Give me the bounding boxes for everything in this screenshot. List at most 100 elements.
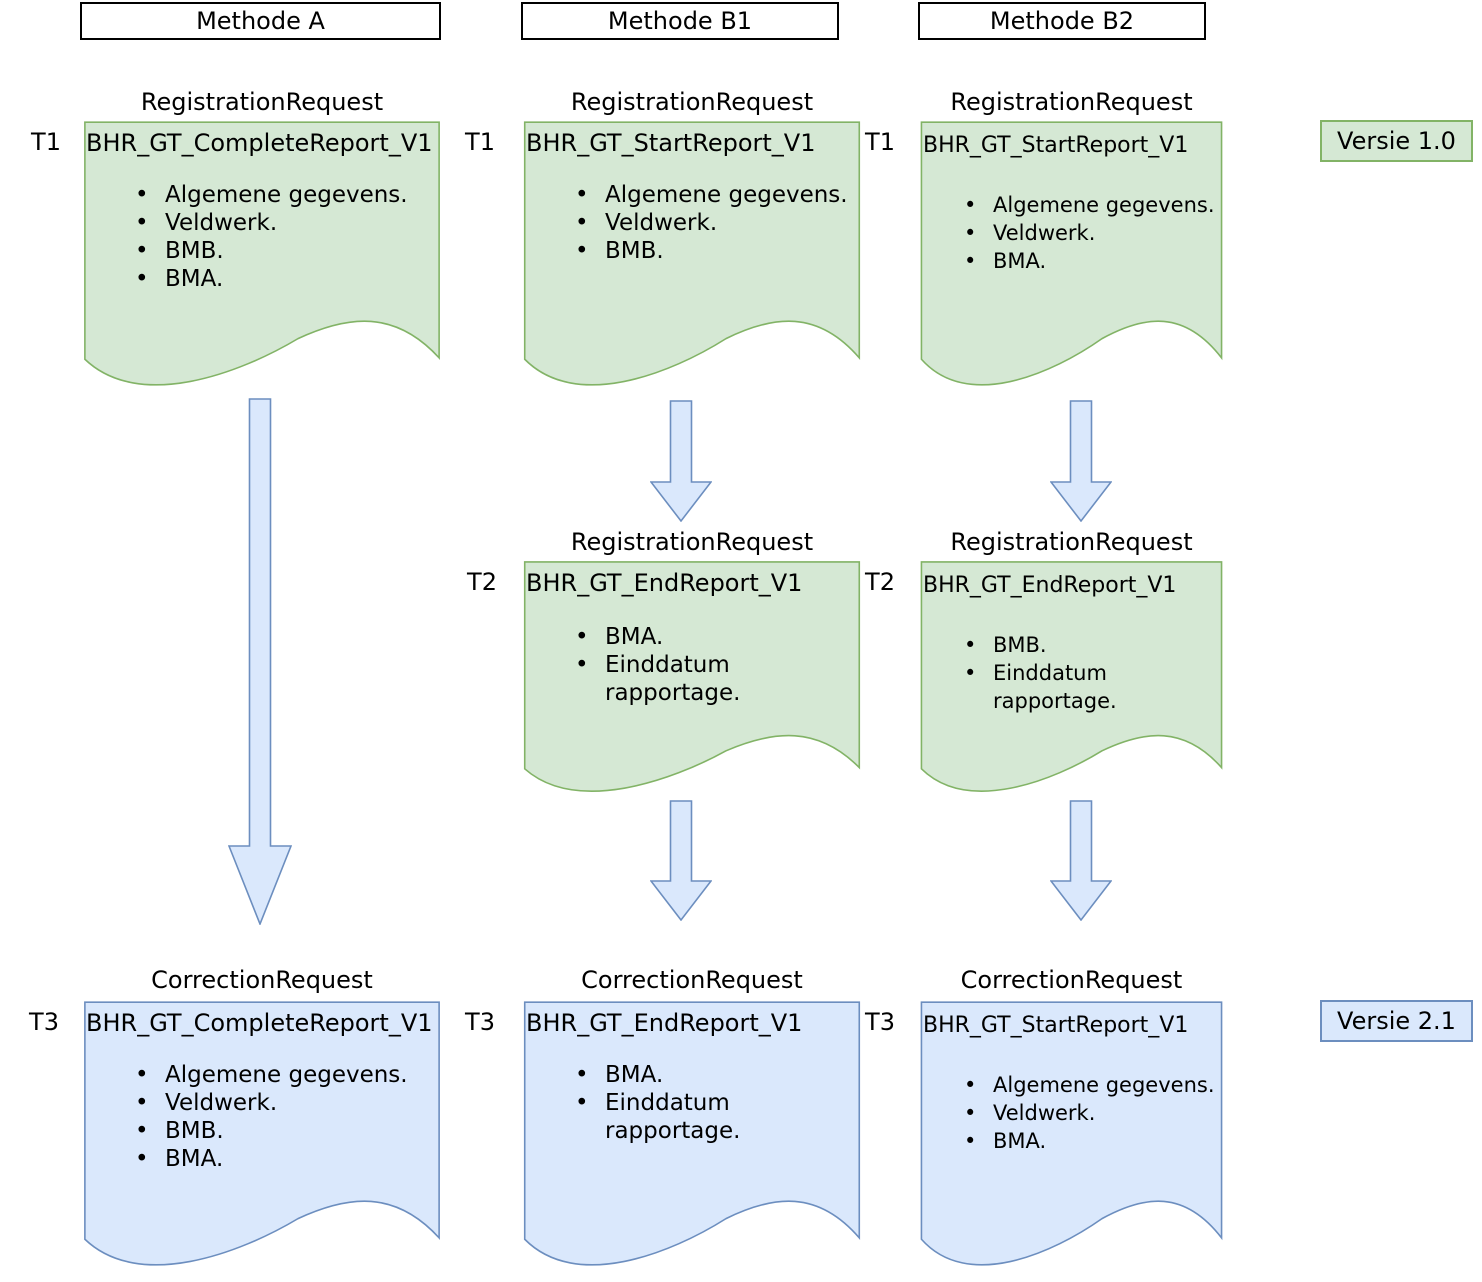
document-shape	[82, 1000, 442, 1275]
bullet-icon: •	[575, 624, 589, 650]
document-shape	[522, 560, 862, 800]
arrow-down-b1-2	[650, 800, 712, 921]
bullet-icon: •	[964, 221, 977, 245]
list-item: • Algemene gegevens.	[919, 191, 1224, 219]
bullet-icon: •	[964, 249, 977, 273]
bullet-icon: •	[964, 193, 977, 217]
time-label-t1-b1: T1	[465, 128, 495, 156]
bullet-text: BMB.	[605, 238, 664, 264]
bullet-text: Veldwerk.	[993, 1101, 1096, 1125]
list-item: •BMA.	[522, 1061, 862, 1089]
list-item: • Einddatum rapportage.	[522, 1089, 862, 1145]
arrow-down-b1-1	[650, 400, 712, 522]
document-bullet-list: • Algemene gegevens. • Veldwerk. • BMA.	[919, 1071, 1224, 1155]
document-registration-end-b1: BHR_GT_EndReport_V1 •BMA. • Einddatum rap…	[522, 560, 862, 800]
bullet-icon: •	[575, 1090, 589, 1116]
list-item: • Algemene gegevens.	[919, 1071, 1224, 1099]
request-type-label: RegistrationRequest	[950, 88, 1193, 116]
bullet-icon: •	[575, 210, 589, 236]
bullet-icon: •	[575, 182, 589, 208]
document-bullet-list: •BMA. • Einddatum rapportage.	[522, 1061, 862, 1145]
document-correction-start-b2: BHR_GT_StartReport_V1 • Algemene gegevens…	[919, 1000, 1224, 1275]
document-registration-start-b1: BHR_GT_StartReport_V1 • Algemene gegevens…	[522, 120, 862, 395]
document-shape	[919, 560, 1224, 800]
arrow-down-b2-1	[1050, 400, 1112, 522]
bullet-text: Veldwerk.	[993, 221, 1096, 245]
bullet-icon: •	[135, 210, 149, 236]
document-title: BHR_GT_StartReport_V1	[526, 129, 816, 157]
bullet-text: Algemene gegevens.	[165, 182, 408, 208]
bullet-icon: •	[575, 652, 589, 678]
list-item: • Veldwerk.	[919, 1099, 1224, 1127]
list-item: •BMA.	[82, 1145, 442, 1173]
bullet-text: BMA.	[605, 1062, 664, 1088]
bullet-text: Einddatum rapportage.	[605, 1090, 741, 1144]
time-label-t2-b2: T2	[865, 568, 895, 596]
bullet-text: Algemene gegevens.	[165, 1062, 408, 1088]
bullet-text: Einddatum rapportage.	[605, 652, 741, 706]
document-title: BHR_GT_StartReport_V1	[923, 1013, 1189, 1038]
time-label-t3-b2: T3	[865, 1008, 895, 1036]
bullet-text: BMB.	[993, 633, 1047, 657]
list-item: •Veldwerk.	[522, 209, 862, 237]
list-item: • Veldwerk.	[82, 209, 442, 237]
time-label-t3-b1: T3	[465, 1008, 495, 1036]
document-title: BHR_GT_EndReport_V1	[526, 569, 803, 597]
bullet-text: Algemene gegevens.	[993, 193, 1215, 217]
document-bullet-list: • Algemene gegevens. • Veldwerk. •BMB. •BM…	[82, 1061, 442, 1173]
document-correction-complete-a: BHR_GT_CompleteReport_V1 •Algemene gegev…	[82, 1000, 442, 1275]
document-bullet-list: •BMA. • Einddatum rapportage.	[522, 623, 862, 707]
document-registration-end-b2: BHR_GT_EndReport_V1 •BMB. •Einddatum rap…	[919, 560, 1224, 800]
document-registration-complete-a: BHR_GT_CompleteReport_V1 • Algemene gegev…	[82, 120, 442, 395]
bullet-icon: •	[135, 182, 149, 208]
document-bullet-list: • Algemene gegevens. •Veldwerk. • BMB.	[522, 181, 862, 265]
bullet-icon: •	[575, 238, 589, 264]
bullet-text: BMA.	[993, 249, 1047, 273]
document-title: BHR_GT_StartReport_V1	[923, 133, 1189, 158]
list-item: • Einddatum rapportage.	[522, 651, 862, 707]
document-correction-end-b1: BHR_GT_EndReport_V1 •BMA. • Einddatum rap…	[522, 1000, 862, 1275]
time-label-t2-b1: T2	[467, 568, 497, 596]
list-item: • BMA.	[919, 247, 1224, 275]
time-label-t1-a: T1	[31, 128, 61, 156]
document-title: BHR_GT_EndReport_V1	[923, 573, 1177, 598]
list-item: •BMB.	[82, 237, 442, 265]
document-registration-start-b2: BHR_GT_StartReport_V1 • Algemene gegevens…	[919, 120, 1224, 395]
bullet-icon: •	[964, 1073, 977, 1097]
bullet-text: Veldwerk.	[165, 210, 278, 236]
bullet-icon: •	[135, 266, 149, 292]
method-header-a: Methode A	[80, 2, 441, 40]
request-type-label: CorrectionRequest	[151, 966, 373, 994]
bullet-text: BMB.	[165, 238, 224, 264]
bullet-text: Algemene gegevens.	[605, 182, 848, 208]
list-item: • Veldwerk.	[82, 1089, 442, 1117]
arrow-down-long-a	[228, 398, 292, 925]
bullet-text: Algemene gegevens.	[993, 1073, 1215, 1097]
bullet-icon: •	[135, 1062, 149, 1088]
request-type-label: RegistrationRequest	[570, 528, 814, 556]
bullet-text: Veldwerk.	[165, 1090, 278, 1116]
time-label-t1-b2: T1	[865, 128, 895, 156]
version-badge-1-0: Versie 1.0	[1320, 120, 1473, 162]
bullet-text: BMB.	[165, 1118, 224, 1144]
list-item: •BMA.	[522, 623, 862, 651]
bullet-icon: •	[964, 1129, 977, 1153]
list-item: •BMB.	[82, 1117, 442, 1145]
method-header-b2: Methode B2	[918, 2, 1206, 40]
arrow-down-b2-2	[1050, 800, 1112, 921]
bullet-text: BMA.	[165, 266, 224, 292]
document-bullet-list: •Algemene gegevens. •Veldwerk. •BMB. •BM…	[82, 181, 442, 293]
document-title: BHR_GT_EndReport_V1	[526, 1009, 803, 1037]
list-item: • BMA.	[919, 1127, 1224, 1155]
document-title: BHR_GT_CompleteReport_V1	[86, 129, 433, 157]
request-type-label: CorrectionRequest	[581, 966, 803, 994]
request-type-label: CorrectionRequest	[960, 966, 1183, 994]
document-shape	[919, 120, 1224, 395]
bullet-text: BMA.	[993, 1129, 1047, 1153]
bullet-icon: •	[964, 633, 977, 657]
list-item: • BMB.	[919, 631, 1224, 659]
bullet-icon: •	[135, 1090, 149, 1116]
bullet-icon: •	[964, 1101, 977, 1125]
document-bullet-list: • Algemene gegevens. • Veldwerk. • BMA.	[919, 191, 1224, 275]
list-item: • Algemene gegevens.	[522, 181, 862, 209]
